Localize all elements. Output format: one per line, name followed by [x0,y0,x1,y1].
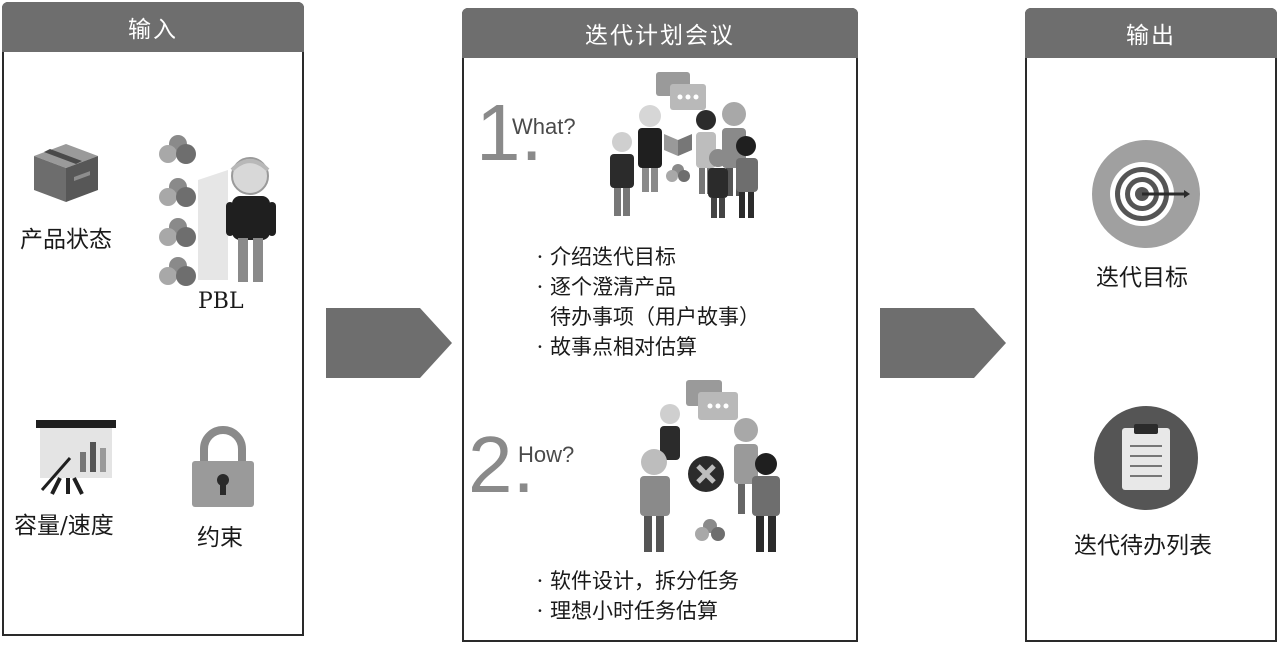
meeting-panel-header: 迭代计划会议 [462,8,858,58]
cloud-icon [159,218,196,247]
clipboard-icon [1094,406,1198,510]
cloud-icon [159,178,196,207]
step-1-question: What? [512,114,576,139]
step-2-number: 2. [468,420,535,509]
bullet-item: ·理想小时任务估算 [536,599,718,623]
target-icon [1092,140,1200,248]
step-1-bullets: ·介绍迭代目标 ·逐个澄清产品 待办事项（用户故事） ·故事点相对估算 [530,242,760,362]
bullet-item: ·故事点相对估算 [536,335,697,359]
sprint-backlog-label: 迭代待办列表 [1074,533,1212,559]
cloud-icon [159,135,196,164]
step-2-bullets: ·软件设计，拆分任务 ·理想小时任务估算 [530,566,739,626]
person-icon [198,157,276,282]
input-panel: 输入 [2,2,304,636]
padlock-icon [192,426,254,507]
flow-arrow [326,308,452,378]
output-panel-header: 输出 [1025,8,1277,58]
constraints-label: 约束 [197,525,243,551]
people-group-icon [610,72,758,218]
product-state-label: 产品状态 [20,227,112,253]
presentation-board-icon [36,420,116,495]
cloud-icon [159,257,196,286]
flow-arrow [880,308,1006,378]
step-1-number: 1. [476,88,543,177]
sprint-goal-label: 迭代目标 [1096,265,1188,291]
people-group-icon [640,380,780,552]
capacity-label: 容量/速度 [14,513,114,539]
output-panel: 输出 [1025,8,1277,642]
bullet-item: 待办事项（用户故事） [550,305,760,329]
bullet-item: ·逐个澄清产品 [536,275,676,299]
box-icon [34,144,98,202]
bullet-item: ·介绍迭代目标 [536,245,676,269]
pbl-label: PBL [198,289,244,314]
input-panel-header: 输入 [2,2,304,52]
bullet-item: ·软件设计，拆分任务 [536,569,739,593]
step-2-question: How? [518,442,575,467]
